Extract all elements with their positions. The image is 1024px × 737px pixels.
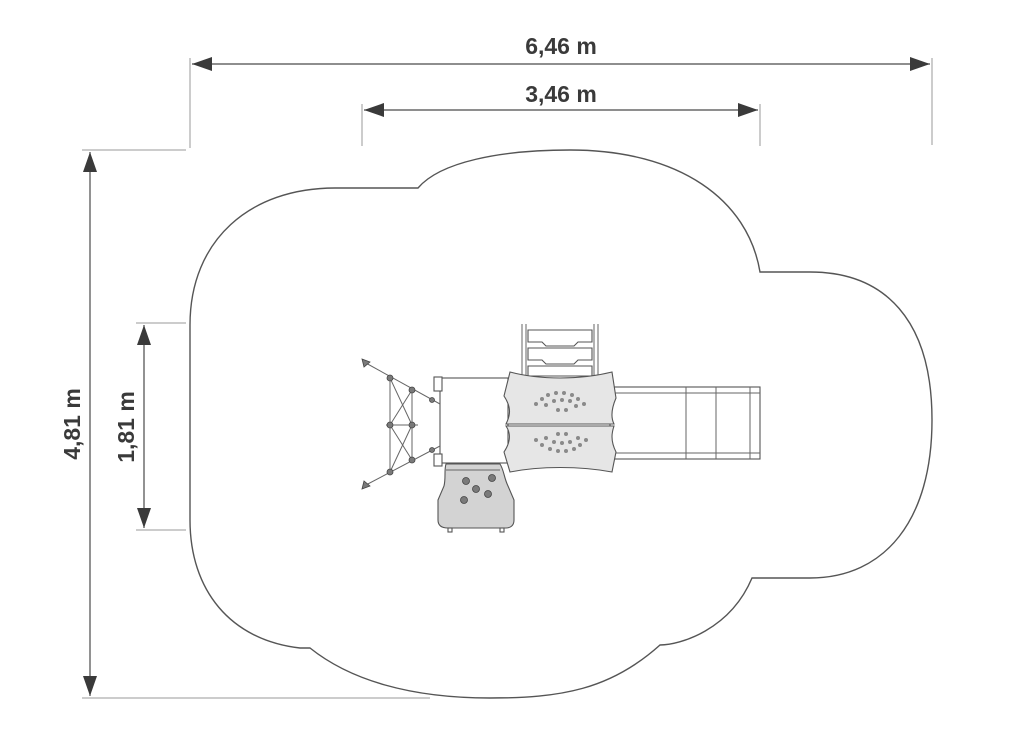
roof-panel-bottom: [503, 425, 617, 473]
overall-depth-label: 4,81 m: [59, 388, 85, 460]
climbing-hold-icon: [484, 490, 492, 498]
equipment-depth-dimension: 1,81 m: [113, 322, 186, 531]
arrow-left-icon: [364, 103, 384, 117]
access-steps: [521, 324, 599, 378]
overall-width-label: 6,46 m: [525, 33, 597, 59]
rope-anchor-icon: [361, 480, 371, 490]
arrow-right-icon: [910, 57, 930, 71]
rope-knot-icon: [386, 374, 394, 382]
arrow-up-icon: [83, 152, 97, 172]
rope-knot-icon: [386, 421, 394, 429]
platform-post: [433, 453, 443, 467]
rope-anchor-icon: [361, 358, 371, 368]
arrow-down-icon: [83, 676, 97, 696]
climbing-hold-icon: [460, 496, 468, 504]
rope-knot-icon: [386, 468, 394, 476]
equipment-depth-label: 1,81 m: [113, 391, 139, 463]
climbing-hold-icon: [462, 477, 470, 485]
equipment-width-label: 3,46 m: [525, 81, 597, 107]
slide: [609, 386, 761, 460]
climbing-hold-icon: [472, 485, 480, 493]
equipment-width-dimension: 3,46 m: [361, 81, 761, 146]
rope-knot-icon: [429, 397, 435, 403]
platform-deck: [439, 377, 509, 464]
overall-width-dimension: 6,46 m: [189, 33, 933, 148]
arrow-right-icon: [738, 103, 758, 117]
rope-knot-icon: [408, 386, 416, 394]
arrow-down-icon: [137, 508, 151, 528]
platform-post: [433, 376, 443, 392]
rope-knot-icon: [408, 421, 416, 429]
arrow-left-icon: [192, 57, 212, 71]
climbing-wall: [437, 463, 515, 533]
play-equipment: [361, 324, 761, 533]
climbing-hold-icon: [488, 474, 496, 482]
overall-depth-dimension: 4,81 m: [59, 149, 430, 699]
roof-panel-top: [503, 371, 617, 425]
arrow-up-icon: [137, 325, 151, 345]
rope-net-climber: [361, 358, 441, 490]
rope-knot-icon: [408, 456, 416, 464]
rope-knot-icon: [429, 447, 435, 453]
roof-panels: [503, 371, 617, 473]
perforation-pattern: [534, 391, 588, 453]
